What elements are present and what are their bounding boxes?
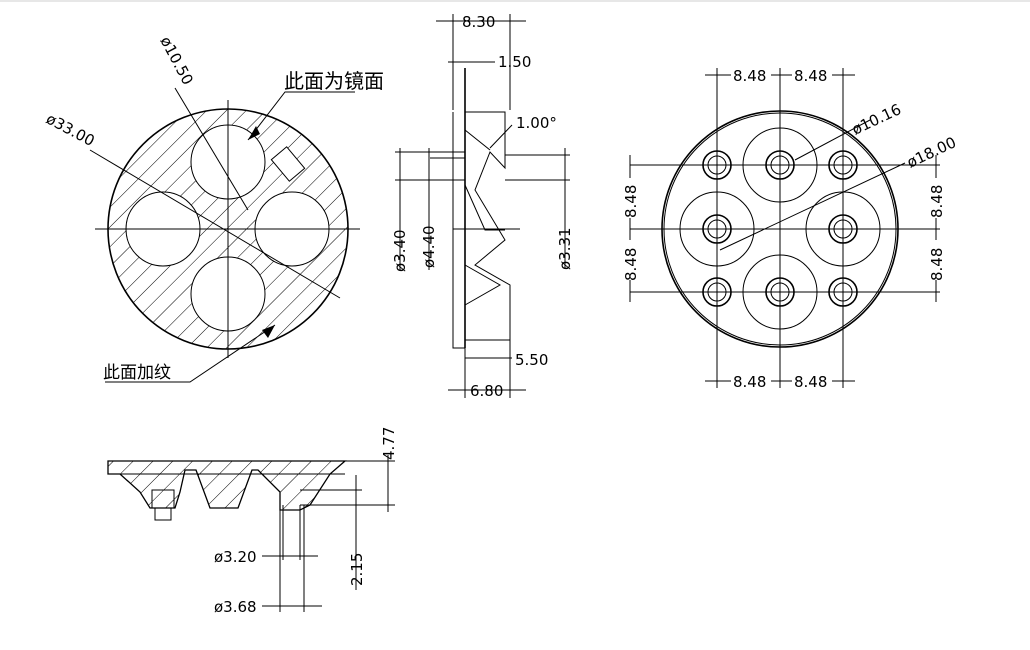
front-view: 此面为镜面 此面加纹 ø33.00 ø10.50	[43, 33, 384, 383]
dim-section-d-inner: ø3.20	[214, 548, 257, 566]
rear-dim-bg-2	[792, 66, 832, 84]
rear-dim-bg-7	[927, 178, 945, 218]
section-view: 4.77 2.15 ø3.20 ø3.68	[107, 427, 398, 616]
rear-dim-bg-4	[792, 372, 832, 390]
leader-angle	[489, 124, 513, 149]
dim-section-depth: 2.15	[348, 553, 366, 586]
dim-top-right: 8.48	[794, 67, 827, 85]
label-texture-surface: 此面加纹	[103, 363, 171, 383]
side-profile	[465, 111, 511, 341]
leader-mirror-arrow	[248, 126, 260, 140]
dim-section-height: 4.77	[380, 427, 398, 460]
leader-hole-dia	[174, 87, 249, 211]
dim-hole-diameter: ø10.50	[156, 33, 196, 87]
dim-section-d-outer: ø3.68	[214, 598, 257, 616]
rear-dim-bg-5	[621, 178, 639, 218]
leader-rear-circle	[719, 162, 906, 251]
dim-bottom-left: 8.48	[733, 373, 766, 391]
side-back-line	[452, 112, 465, 349]
rear-view: 8.48 8.48 8.48 8.48 8.48 8.48 8.48 8.48 …	[621, 66, 959, 391]
side-cone-1	[464, 129, 491, 151]
rear-dim-bg-8	[927, 240, 945, 280]
rear-dim-bg-3	[731, 372, 771, 390]
dim-left-bottom: 8.48	[622, 248, 640, 281]
rear-dim-bg-1	[731, 66, 771, 84]
dim-right-top: 8.48	[928, 185, 946, 218]
leader-rear-hole	[794, 119, 871, 161]
dim-outer-diameter: ø33.00	[43, 110, 97, 150]
dim-d1: ø3.40	[391, 229, 409, 272]
dim-d3: ø3.31	[556, 227, 574, 270]
side-cone-3	[464, 264, 502, 306]
leader-mirror	[247, 91, 355, 141]
leader-texture-arrow	[262, 325, 275, 338]
dim-bottom-width: 6.80	[470, 382, 503, 400]
dim-rear-hole: ø10.16	[849, 100, 904, 138]
dim-rear-circle: ø18.00	[904, 133, 959, 171]
dim-left-top: 8.48	[622, 185, 640, 218]
leader-texture	[105, 324, 276, 383]
leader-outer-dia	[89, 149, 341, 299]
dim-right-bottom: 8.48	[928, 248, 946, 281]
section-hatched-body	[107, 460, 347, 511]
dim-angle: 1.00°	[516, 114, 557, 132]
dim-step: 1.50	[498, 53, 531, 71]
label-mirror-surface: 此面为镜面	[284, 69, 384, 93]
side-view: 8.30 1.50 1.00° ø3.40 ø4.40 ø3.31 5.50 6…	[391, 13, 574, 400]
dim-bottom-right: 8.48	[794, 373, 827, 391]
dim-top-left: 8.48	[733, 67, 766, 85]
dim-d2: ø4.40	[420, 225, 438, 268]
side-cone-2	[464, 184, 505, 231]
dim-top-width: 8.30	[462, 13, 495, 31]
rear-dim-bg-6	[621, 240, 639, 280]
section-pin-bottom	[154, 507, 172, 521]
dim-bottom-step: 5.50	[515, 351, 548, 369]
front-slot	[270, 146, 306, 182]
